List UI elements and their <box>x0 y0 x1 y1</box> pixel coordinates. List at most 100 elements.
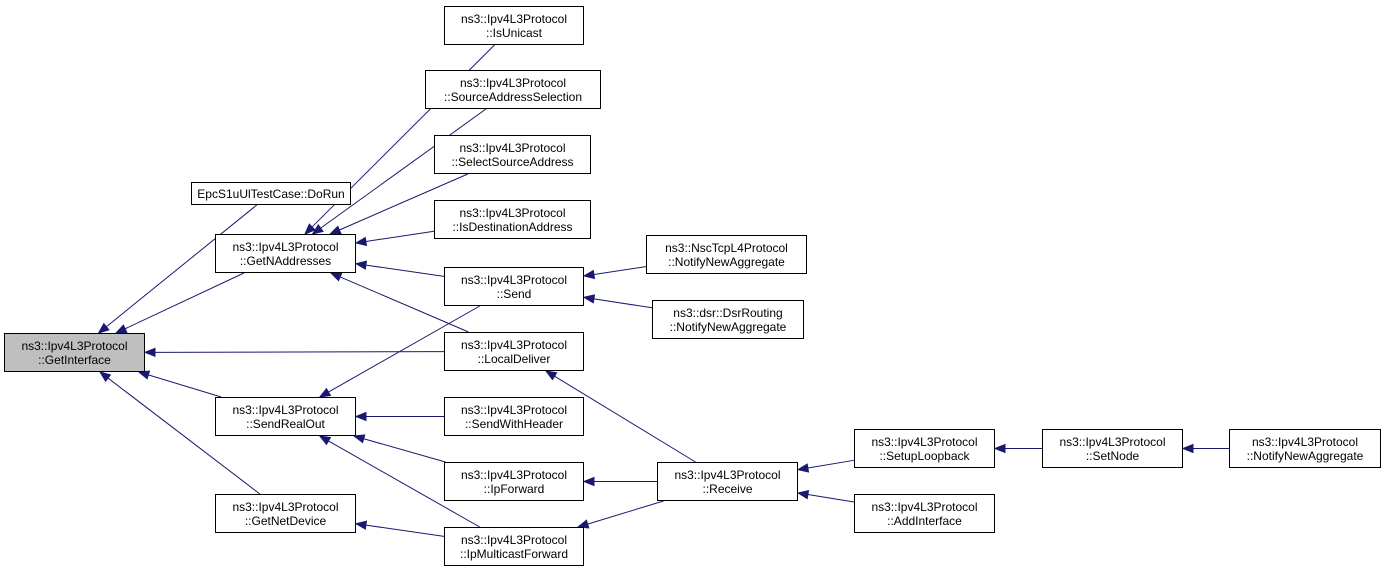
node-setup-loopback[interactable]: ns3::Ipv4L3Protocol ::SetupLoopback <box>854 429 995 468</box>
node-receive[interactable]: ns3::Ipv4L3Protocol ::Receive <box>657 462 798 501</box>
node-line: ::IsDestinationAddress <box>452 219 573 234</box>
node-line: ns3::Ipv4L3Protocol <box>460 532 568 547</box>
node-ip-multicast-forward[interactable]: ns3::Ipv4L3Protocol ::IpMulticastForward <box>444 527 584 566</box>
edge-dsr-to-send <box>582 294 653 309</box>
edge-line <box>593 266 647 275</box>
node-dsr-notify-new-aggregate[interactable]: ns3::dsr::DsrRouting ::NotifyNewAggregat… <box>652 300 804 339</box>
node-notify-new-aggregate[interactable]: ns3::Ipv4L3Protocol ::NotifyNewAggregate <box>1229 429 1381 468</box>
edge-line <box>807 459 855 469</box>
node-local-deliver[interactable]: ns3::Ipv4L3Protocol ::LocalDeliver <box>444 332 584 371</box>
edge-receive-to-ipfwd <box>582 476 657 487</box>
node-line: ::SetNode <box>1085 448 1140 463</box>
edge-line <box>107 377 261 495</box>
node-line: ::SourceAddressSelection <box>443 89 583 104</box>
node-epc-dorun[interactable]: EpcS1uUlTestCase::DoRun <box>191 182 351 205</box>
edge-arrowhead <box>354 520 368 530</box>
edge-arrowhead <box>318 387 332 398</box>
edge-send-to-getnaddr <box>354 260 445 277</box>
edge-getnetdev-to-root <box>98 371 261 495</box>
node-line: ns3::NscTcpL4Protocol <box>665 240 788 255</box>
node-line: ::IpMulticastForward <box>459 546 569 561</box>
node-line: ::NotifyNewAggregate <box>668 254 785 269</box>
edge-ipmcfwd-to-sendreal <box>318 435 480 528</box>
edge-line <box>106 204 258 328</box>
edge-arrowhead <box>143 347 156 358</box>
edge-nsc-to-send <box>582 266 647 280</box>
node-ip-forward[interactable]: ns3::Ipv4L3Protocol ::IpForward <box>444 462 584 501</box>
node-select-source-address[interactable]: ns3::Ipv4L3Protocol ::SelectSourceAddres… <box>434 135 591 174</box>
node-send-real-out[interactable]: ns3::Ipv4L3Protocol ::SendRealOut <box>215 397 356 436</box>
node-is-unicast[interactable]: ns3::Ipv4L3Protocol ::IsUnicast <box>444 6 584 45</box>
edge-line <box>320 108 487 229</box>
edge-line <box>328 440 480 528</box>
edge-arrowhead <box>97 322 110 334</box>
node-add-interface[interactable]: ns3::Ipv4L3Protocol ::AddInterface <box>854 494 995 533</box>
node-set-node[interactable]: ns3::Ipv4L3Protocol ::SetNode <box>1042 429 1183 468</box>
node-line: ns3::Ipv4L3Protocol <box>459 140 566 155</box>
node-line: ::GetInterface <box>38 352 111 367</box>
edge-line <box>363 438 446 463</box>
edge-line <box>154 351 445 353</box>
node-get-naddresses[interactable]: ns3::Ipv4L3Protocol ::GetNAddresses <box>215 234 356 273</box>
node-send-with-header[interactable]: ns3::Ipv4L3Protocol ::SendWithHeader <box>444 397 584 436</box>
node-line: ::SelectSourceAddress <box>451 154 574 169</box>
node-line: ns3::Ipv4L3Protocol <box>459 205 566 220</box>
edge-ipmcfwd-to-getnetdev <box>354 520 445 537</box>
edge-line <box>807 494 855 503</box>
edge-arrowhead <box>354 411 367 422</box>
edge-arrowhead <box>329 272 343 282</box>
edge-line <box>587 500 664 525</box>
node-line: ::SendWithHeader <box>464 416 564 431</box>
node-send[interactable]: ns3::Ipv4L3Protocol ::Send <box>444 267 584 306</box>
node-get-net-device[interactable]: ns3::Ipv4L3Protocol ::GetNetDevice <box>215 494 356 533</box>
edge-arrowhead <box>582 269 596 280</box>
edge-arrowhead <box>137 370 151 380</box>
edge-receive-to-localdel <box>544 370 696 463</box>
edge-notify-to-setnode <box>1181 443 1229 454</box>
node-line: ns3::Ipv4L3Protocol <box>460 11 568 26</box>
edge-addif-to-receive <box>796 489 855 503</box>
node-line: ns3::Ipv4L3Protocol <box>871 434 978 449</box>
edge-localdel-to-getnaddr <box>329 272 469 333</box>
edge-line <box>554 375 696 463</box>
edge-line <box>593 298 653 309</box>
edge-line <box>365 524 445 537</box>
node-line: ::SetupLoopback <box>879 448 970 463</box>
node-line: ns3::Ipv4L3Protocol <box>460 467 568 482</box>
edge-arrowhead <box>304 223 316 235</box>
edge-arrowhead <box>544 370 558 381</box>
node-source-address-selection[interactable]: ns3::Ipv4L3Protocol ::SourceAddressSelec… <box>425 70 601 109</box>
edge-line <box>365 264 445 277</box>
edge-setuploop-to-receive <box>796 459 855 473</box>
node-line: ::NotifyNewAggregate <box>669 319 787 334</box>
edge-line <box>339 276 469 333</box>
edge-send-to-sendreal <box>318 305 480 398</box>
node-is-destination-address[interactable]: ns3::Ipv4L3Protocol ::IsDestinationAddre… <box>434 200 591 239</box>
edge-arrowhead <box>98 371 112 383</box>
node-nsc-notify-new-aggregate[interactable]: ns3::NscTcpL4Protocol ::NotifyNewAggrega… <box>646 235 807 274</box>
node-line: ::NotifyNewAggregate <box>1246 448 1364 463</box>
edge-line <box>339 173 468 231</box>
edge-arrowhead <box>582 294 596 304</box>
node-line: ns3::Ipv4L3Protocol <box>871 499 978 514</box>
edge-sendreal-to-root <box>137 370 222 398</box>
node-line: ns3::Ipv4L3Protocol <box>459 75 567 90</box>
node-line: ns3::Ipv4L3Protocol <box>1059 434 1166 449</box>
node-get-interface: ns3::Ipv4L3Protocol ::GetInterface <box>4 333 145 372</box>
node-line: ns3::Ipv4L3Protocol <box>21 338 128 353</box>
edge-arrowhead <box>582 476 595 487</box>
edge-srcaddrsel-to-getnaddr <box>311 108 487 235</box>
edge-selsrc-to-getnaddr <box>328 173 468 235</box>
node-line: ns3::Ipv4L3Protocol <box>460 272 568 287</box>
edge-arrowhead <box>796 463 810 473</box>
node-line: ::GetNetDevice <box>244 513 327 528</box>
node-line: ns3::Ipv4L3Protocol <box>460 402 568 417</box>
edge-sendwh-to-sendreal <box>354 411 444 422</box>
node-line: ns3::Ipv4L3Protocol <box>232 239 339 254</box>
node-line: ::GetNAddresses <box>239 253 332 268</box>
node-line: ns3::Ipv4L3Protocol <box>460 337 568 352</box>
edge-ipfwd-to-sendreal <box>352 434 446 463</box>
edge-arrowhead <box>318 435 332 446</box>
node-line: ::IpForward <box>483 481 545 496</box>
